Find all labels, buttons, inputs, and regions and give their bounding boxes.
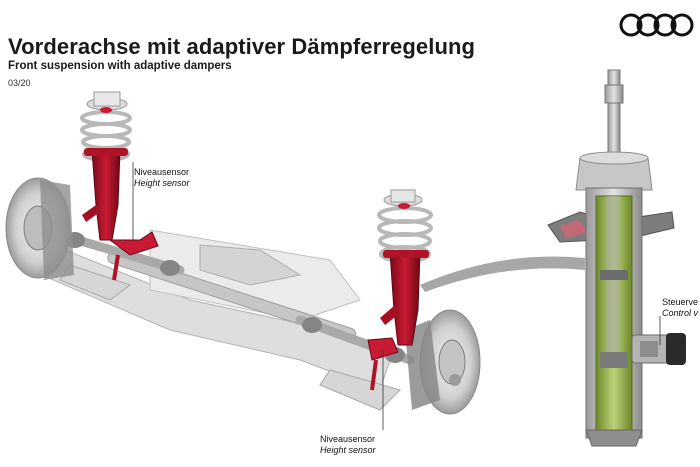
page-subtitle: Front suspension with adaptive dampers [8, 60, 232, 72]
label-height-sensor-bottom: Niveausensor Height sensor [320, 434, 376, 456]
left-strut [80, 91, 132, 241]
left-brake-disc [5, 177, 74, 280]
cutaway-damper [547, 69, 686, 447]
label-en: Height sensor [320, 445, 376, 455]
axle-subframe [29, 229, 415, 411]
right-strut [377, 189, 433, 346]
left-height-sensor [108, 162, 159, 281]
right-height-sensor [367, 337, 399, 430]
page-title: Vorderachse mit adaptiver Dämpferregelun… [8, 34, 476, 59]
audi-rings-logo [619, 13, 694, 37]
label-control-valve: Steuerve Control v [662, 297, 698, 319]
magnify-connector [420, 256, 585, 292]
page-number: 03/20 [8, 78, 31, 88]
label-en: Height sensor [134, 178, 190, 188]
label-de: Niveausensor [134, 167, 190, 177]
label-en: Control v [662, 308, 699, 318]
label-de: Niveausensor [320, 434, 376, 444]
right-brake-disc [405, 309, 481, 415]
label-height-sensor-top: Niveausensor Height sensor [134, 167, 190, 189]
label-de: Steuerve [662, 297, 699, 307]
